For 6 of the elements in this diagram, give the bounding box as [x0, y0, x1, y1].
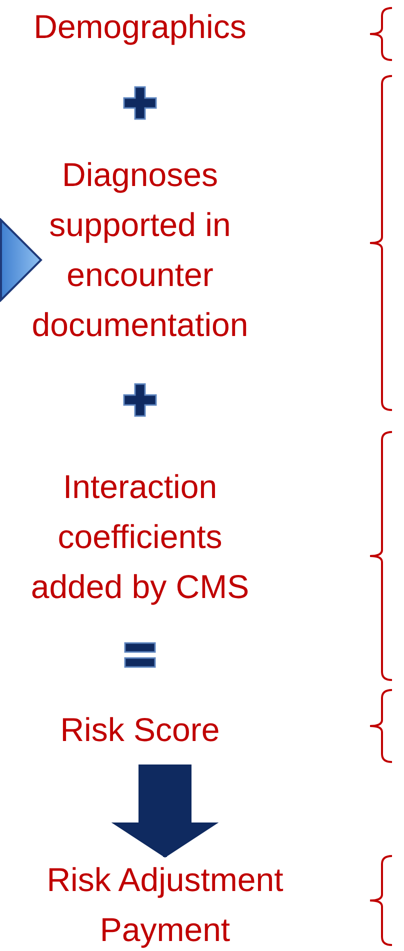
- step-text: Interaction coefficients added by CMS: [15, 462, 265, 612]
- step-text: Diagnoses supported in encounter documentation: [5, 150, 275, 350]
- arrow: [0, 219, 42, 301]
- step-text: Demographics: [10, 2, 270, 52]
- step-text: Risk Adjustment Payment: [15, 855, 315, 951]
- step-text: Risk Score: [10, 705, 270, 755]
